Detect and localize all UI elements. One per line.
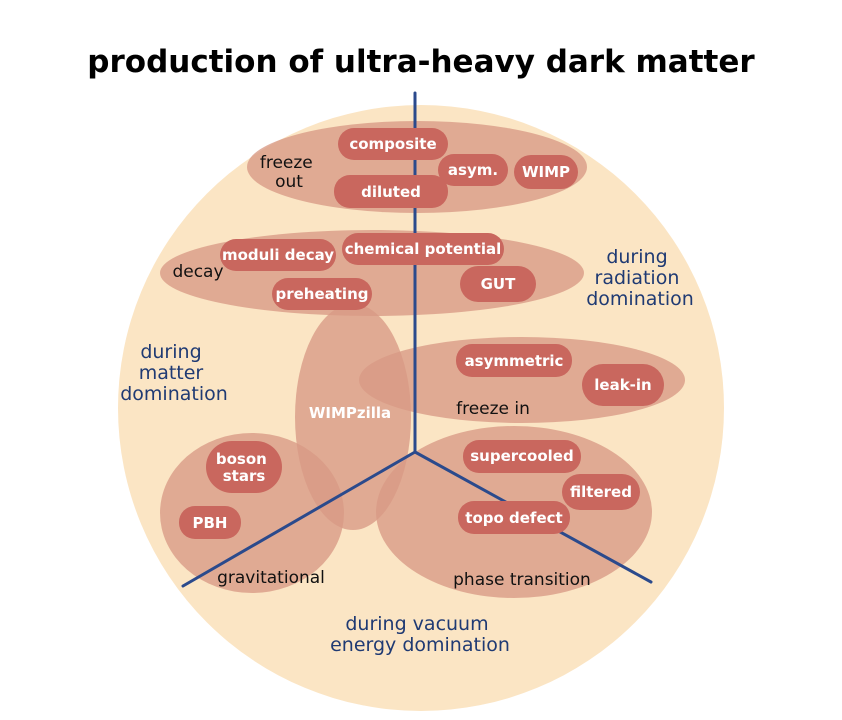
pill-wimp — [514, 155, 578, 189]
group-decay-label: decay — [172, 262, 223, 282]
pill-composite — [338, 128, 448, 160]
era-vacuum-label: during vacuum energy domination — [330, 613, 510, 656]
era-radiation-line-3: domination — [586, 288, 694, 310]
era-matter-line-1: during — [140, 341, 201, 363]
pill-pbh — [179, 506, 241, 539]
mech-boson-stars-line-1: boson — [216, 450, 267, 468]
group-freeze-out-line-2: out — [275, 172, 303, 192]
mech-preheating: preheating — [275, 285, 368, 303]
pill-supercooled — [463, 440, 581, 473]
mech-wimp: WIMP — [522, 163, 570, 181]
era-matter-label: during matter domination — [120, 341, 228, 405]
freeze-out-region — [247, 121, 587, 213]
era-radiation-line-1: during — [606, 246, 667, 268]
gravitational-region — [160, 433, 344, 593]
pill-moduli-decay — [220, 239, 336, 271]
mech-pbh: PBH — [193, 514, 228, 532]
mech-supercooled: supercooled — [470, 447, 573, 465]
mech-boson-stars: boson stars — [216, 450, 272, 485]
pill-diluted — [334, 175, 448, 208]
era-vacuum-line-1: during vacuum — [345, 613, 488, 635]
era-vacuum-line-2: energy domination — [330, 634, 510, 656]
mechanism-pills — [179, 128, 664, 539]
pill-asym — [438, 154, 508, 186]
group-freeze-in-label: freeze in — [456, 399, 530, 419]
era-radiation-line-2: radiation — [595, 267, 680, 289]
pill-gut — [460, 266, 536, 302]
mech-topo-defect: topo defect — [465, 509, 562, 527]
pill-leak-in — [582, 364, 664, 406]
wimpzilla-region — [295, 304, 411, 530]
pill-topo-defect — [458, 501, 570, 534]
group-freeze-out-label: freeze out — [260, 153, 318, 192]
era-matter-line-2: matter — [139, 362, 204, 384]
pill-filtered — [562, 474, 640, 510]
mech-gut: GUT — [481, 275, 516, 293]
mech-boson-stars-line-2: stars — [223, 467, 266, 485]
group-freeze-out-line-1: freeze — [260, 153, 313, 173]
mech-leak-in: leak-in — [594, 376, 651, 394]
mech-asymmetric: asymmetric — [465, 352, 564, 370]
mech-asym: asym. — [448, 161, 498, 179]
mech-diluted: diluted — [361, 183, 421, 201]
diagram-title: production of ultra-heavy dark matter — [87, 44, 755, 80]
pill-boson-stars — [206, 441, 282, 493]
mech-chemical-potential: chemical potential — [345, 240, 502, 258]
group-wimpzilla-label: WIMPzilla — [309, 404, 391, 422]
mech-composite: composite — [349, 135, 436, 153]
mech-moduli-decay: moduli decay — [222, 246, 334, 264]
era-radiation-label: during radiation domination — [586, 246, 694, 310]
pill-preheating — [272, 278, 372, 310]
group-gravitational-label: gravitational — [217, 568, 325, 588]
group-phase-transition-label: phase transition — [453, 570, 591, 590]
pill-chemical-potential — [342, 233, 504, 265]
era-matter-line-3: domination — [120, 383, 228, 405]
axis-left — [181, 450, 417, 588]
pill-asymmetric — [456, 344, 572, 377]
mech-filtered: filtered — [570, 483, 632, 501]
